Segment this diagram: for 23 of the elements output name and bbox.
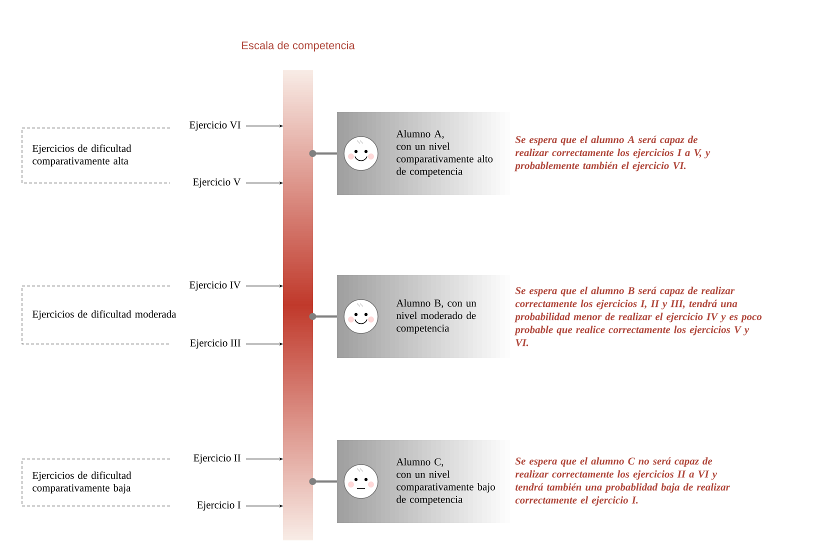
node-label: Alumno C, con un nivel comparativamente bajo de competencia [396,458,495,505]
student-card: Alumno B, con un nivel moderado de competencia [337,275,512,358]
scale-title: Escala de competencia [242,41,355,52]
dashed-bracket: Ejercicios de dificultad comparativamente baja [22,458,170,506]
exercise-label: Ejercicio III [190,339,240,349]
exercise-label: Ejercicio II [194,454,240,464]
expectation-text: Se espera que el alumno A será capaz de realizar correctamente los ejercicios I a V, y probablemente también el ejercicio VI. [514,136,710,172]
exercise-label: Ejercicio IV [190,281,241,291]
exercise-label: Ejercicio V [193,178,241,188]
student-card: Alumno C, con un nivel comparativamente bajo de competencia [337,440,512,523]
connector [309,478,337,485]
exercise-label: Ejercicio VI [190,121,240,131]
exercise-label: Ejercicio I [197,501,240,511]
connector [309,313,337,320]
expectation-text: Se espera que el alumno B será capaz de realizar correctamente los ejercicios I, II y III, tendrá una probabilidad menor de realizar el ejercicio IV y es poco probable que realice correctamente los ejercicios V y VI. [514,286,762,346]
student-card: Alumno A, con un nivel comparativamente alto de competencia [337,112,512,195]
node-label: Alumno B, con un nivel moderado de competencia [396,299,476,334]
scale-bar [283,70,313,540]
node-label: Alumno A, con un nivel comparativamente alto de competencia [396,130,493,177]
dashed-bracket: Ejercicios de dificultad moderada [22,286,176,344]
dashed-bracket: Ejercicios de dificultad comparativamente alta [22,128,170,184]
expectation-text: Se espera que el alumno C no será capaz de realizar correctamente los ejercicios II a VI y tendrá también una probablidad baja de realizar correctamente el ejercicio I. [515,457,730,506]
connector [309,150,337,157]
